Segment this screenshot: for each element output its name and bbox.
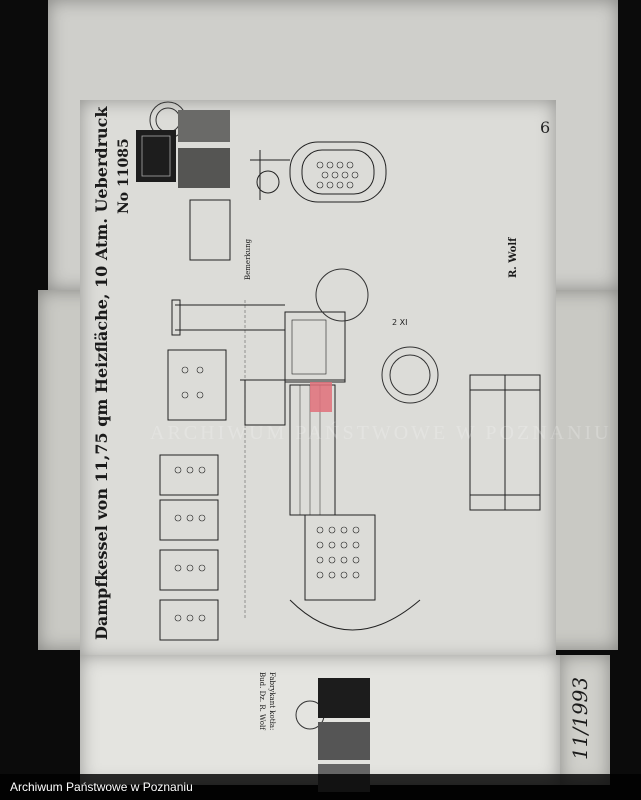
valve-circle — [256, 170, 280, 194]
main-title: Dampfkessel von 11,75 qm Heizfläche, 10 … — [92, 106, 111, 640]
firebox — [284, 311, 346, 383]
plate-detail-1 — [189, 199, 231, 261]
sheet-code: 2 XI — [392, 318, 408, 327]
plate-detail-5 — [159, 549, 219, 591]
form-label: Fabrykant kotła: — [268, 672, 276, 731]
stamp-text: Bemerkung — [244, 238, 252, 280]
plate-detail-4 — [159, 499, 219, 541]
round-stamp-3 — [315, 268, 369, 322]
round-stamp-2 — [381, 346, 439, 404]
page-number: 6 — [540, 118, 551, 137]
handwritten-number: 11/1993 — [568, 676, 592, 760]
archive-watermark: ARCHIWUM PAŃSTWOWE W POZNANIU — [150, 422, 612, 444]
revenue-stamps-top — [136, 110, 230, 188]
footer-bar: Archiwum Państwowe w Poznaniu — [0, 774, 641, 800]
plate-detail-3 — [159, 454, 219, 496]
archive-name: Archiwum Państwowe w Poznaniu — [10, 780, 193, 794]
arc-line — [289, 599, 421, 631]
chimney — [171, 299, 181, 336]
form-sheet — [80, 655, 560, 785]
company-label: R. Wolf — [508, 237, 519, 278]
form-sheet-edge — [560, 655, 610, 785]
plate-detail-2 — [167, 349, 227, 421]
form-value: Bud. Dz. R. Wolf — [258, 672, 266, 730]
boiler-end-view — [289, 141, 387, 203]
red-mark — [310, 382, 332, 412]
tube-plate — [304, 514, 376, 601]
frame-detail-right — [504, 374, 541, 511]
plate-detail-6 — [159, 599, 219, 641]
drawing-number: No 11085 — [116, 138, 132, 214]
